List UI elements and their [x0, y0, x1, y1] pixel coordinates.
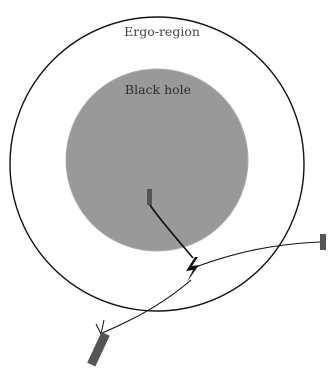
split-point — [186, 257, 199, 282]
infalling-trajectory — [149, 204, 194, 259]
black-hole-label: Black hole — [125, 82, 191, 97]
ergo-region-label: Ergo-region — [124, 24, 200, 39]
incoming-motion-arrow — [95, 319, 105, 335]
black-hole — [65, 68, 249, 252]
escaping-trajectory — [192, 241, 321, 269]
incoming-trajectory — [101, 279, 192, 334]
escaping-fragment — [320, 234, 326, 250]
infalling-fragment — [147, 189, 152, 205]
incoming-particle — [87, 331, 110, 367]
